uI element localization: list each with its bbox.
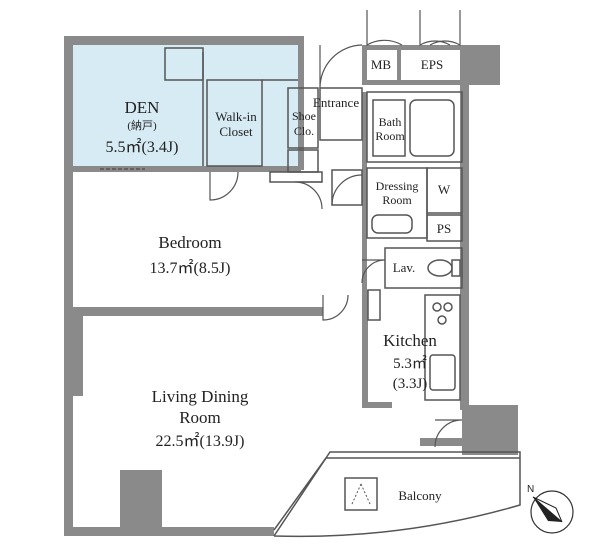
- den-name: DEN: [125, 98, 160, 117]
- bath-line2: Room: [375, 129, 405, 143]
- bedroom-area: 13.7㎡(8.5J): [150, 259, 231, 277]
- mb-label: MB: [371, 57, 392, 72]
- lav-label: Lav.: [393, 260, 416, 275]
- living-area: 22.5㎡(13.9J): [156, 432, 245, 450]
- eps-label: EPS: [421, 57, 443, 72]
- outer-walls: [64, 36, 518, 536]
- shoe-line2: Clo.: [294, 124, 314, 138]
- living-line2: Room: [179, 408, 221, 427]
- walkin-line1: Walk-in: [215, 109, 257, 124]
- den-area-label: 5.5㎡(3.4J): [106, 138, 179, 156]
- kitchen-area1: 5.3㎡: [393, 355, 427, 372]
- dressing-line2: Room: [382, 193, 412, 207]
- kitchen-name: Kitchen: [383, 331, 437, 350]
- den-sub: (納戸): [127, 119, 157, 132]
- outdoor-unit-icon: [351, 483, 371, 505]
- w-label: W: [438, 182, 451, 197]
- svg-text:N: N: [527, 484, 534, 495]
- bedroom-name: Bedroom: [158, 233, 221, 252]
- interior-lines: [100, 47, 521, 538]
- den-area: [70, 45, 300, 169]
- north-arrow-icon: N: [527, 484, 574, 534]
- entrance-label: Entrance: [313, 95, 359, 110]
- bath-line1: Bath: [379, 115, 402, 129]
- door-swings: [209, 10, 463, 448]
- walkin-line2: Closet: [219, 124, 253, 139]
- ps-label: PS: [437, 221, 451, 236]
- dressing-line1: Dressing: [376, 179, 419, 193]
- shoe-line1: Shoe: [292, 109, 316, 123]
- kitchen-area2: (3.3J): [393, 376, 428, 392]
- balcony-label: Balcony: [398, 488, 442, 503]
- living-line1: Living Dining: [152, 387, 249, 406]
